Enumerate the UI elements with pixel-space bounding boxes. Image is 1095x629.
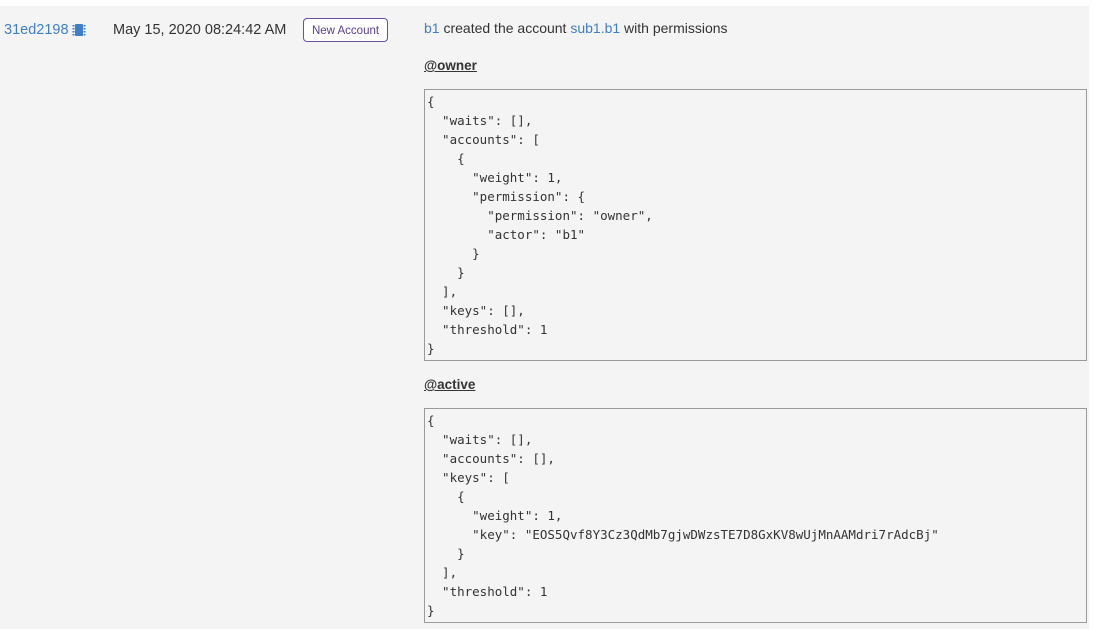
description-text-end: with permissions (620, 20, 728, 36)
action-description: b1 created the account sub1.b1 with perm… (424, 20, 728, 36)
permission-json-owner: { "waits": [], "accounts": [ { "weight":… (424, 89, 1087, 361)
actor-link[interactable]: b1 (424, 20, 440, 36)
permission-title-owner: @owner (424, 58, 477, 73)
timestamp: May 15, 2020 08:24:42 AM (113, 22, 287, 38)
permission-title-active: @active (424, 377, 476, 392)
transaction-id-text[interactable]: 31ed2198 (4, 22, 69, 38)
account-link[interactable]: sub1.b1 (570, 20, 621, 36)
transaction-id-link[interactable]: 31ed2198 (4, 22, 86, 38)
chip-icon (72, 22, 86, 38)
permission-json-active: { "waits": [], "accounts": [], "keys": [… (424, 408, 1087, 623)
action-type-badge: New Account (303, 18, 388, 42)
description-text-middle: created the account (439, 20, 571, 36)
